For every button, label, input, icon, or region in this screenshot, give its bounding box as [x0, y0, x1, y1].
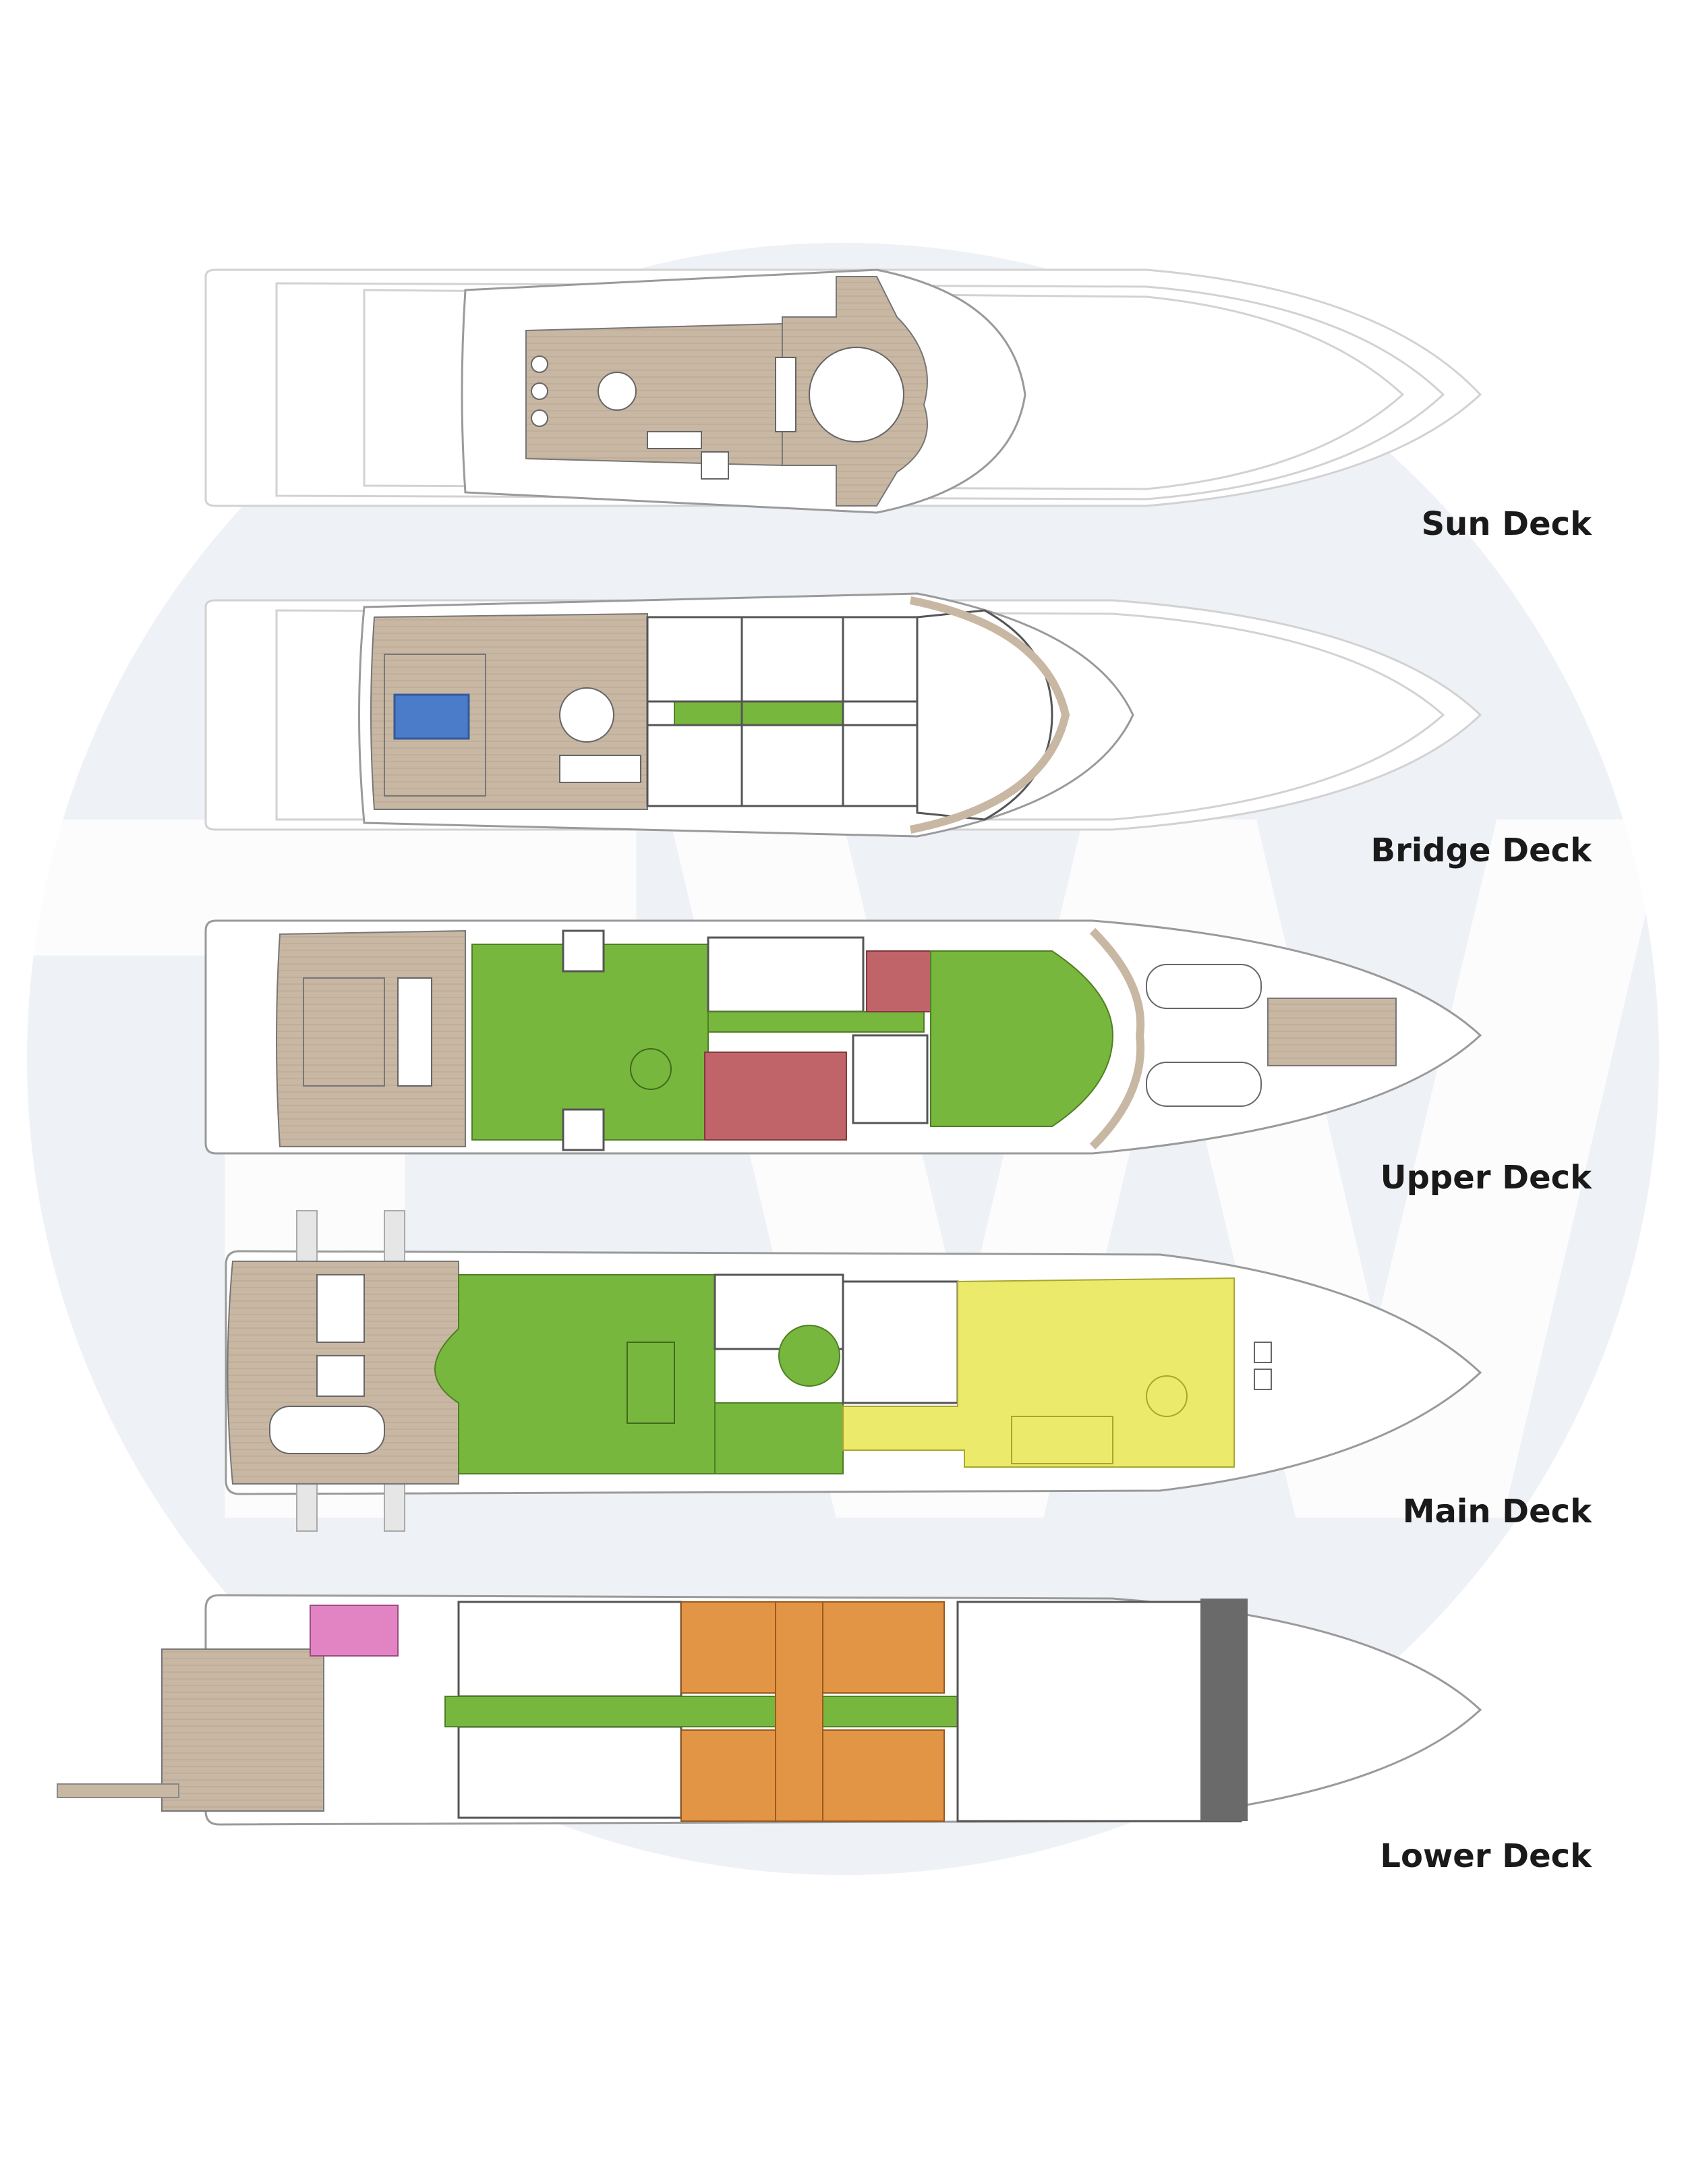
deck-label-upper: Upper Deck [1380, 1159, 1592, 1197]
lower-deck-plan [57, 1594, 1482, 1826]
pool [393, 693, 470, 740]
main-corridor [714, 1402, 844, 1474]
deck-label-lower: Lower Deck [1380, 1837, 1592, 1875]
upper-deck-plan [204, 919, 1482, 1155]
sun-deck-plan [204, 268, 1482, 514]
bridge-deck-plan [204, 592, 1482, 838]
lower-guest-cabin-4 [822, 1729, 945, 1822]
upper-corridor [707, 1011, 925, 1033]
bridge-owner-corridor [674, 701, 844, 726]
lower-guest-cabin-3 [680, 1729, 776, 1822]
lower-crew-area [956, 1601, 1242, 1822]
main-deck-plan [225, 1210, 1482, 1532]
deck-label-main: Main Deck [1403, 1493, 1592, 1530]
lower-guest-cabin-2 [822, 1601, 945, 1694]
bridge-wheelhouse [916, 609, 1053, 821]
lower-guest-cabin-1 [680, 1601, 776, 1694]
deck-labels: Sun Deck Bridge Deck Upper Deck Main Dec… [1371, 505, 1593, 1875]
upper-deck-aft-teak [276, 929, 466, 1147]
deck-label-bridge: Bridge Deck [1371, 832, 1593, 869]
upper-sky-lounge [930, 950, 1114, 1127]
main-master-suite [842, 1277, 1235, 1468]
lower-staff-room [310, 1605, 399, 1657]
upper-vip-cabin-1 [866, 950, 935, 1012]
main-owner-salon [434, 1274, 716, 1474]
deck-label-sun: Sun Deck [1422, 505, 1592, 543]
lower-corridor [444, 1696, 958, 1727]
upper-vip-cabin-2 [704, 1052, 847, 1141]
